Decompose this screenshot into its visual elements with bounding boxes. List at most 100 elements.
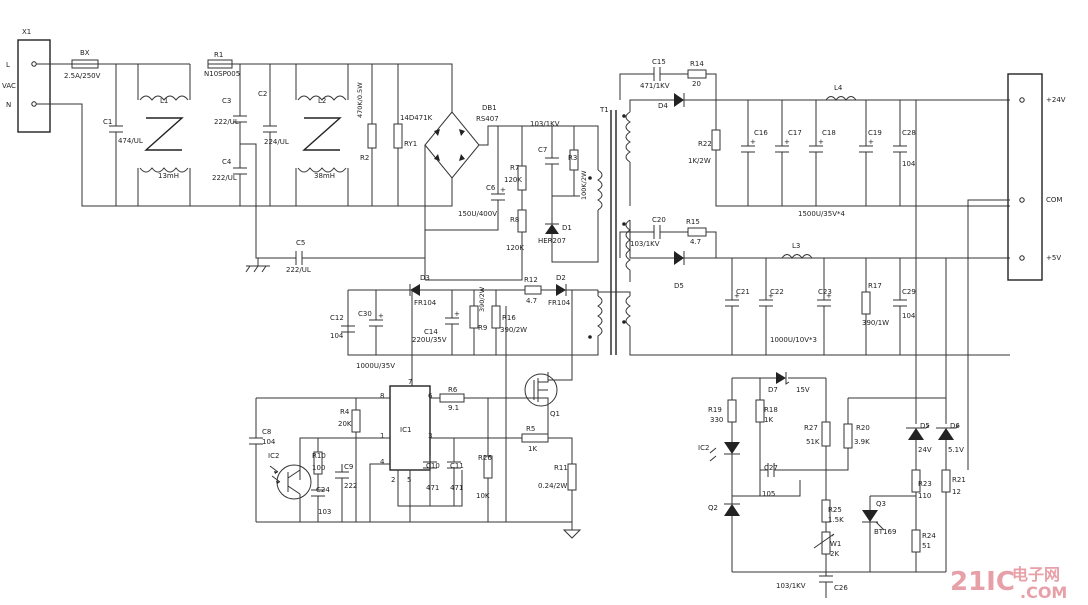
c6-ref: C6: [486, 184, 496, 192]
c18-ref: C18: [822, 129, 836, 137]
c27-value: 105: [762, 490, 775, 498]
r16-ref: R16: [502, 314, 516, 322]
q3-ref: Q3: [876, 500, 886, 508]
d1-value: HER207: [538, 237, 566, 245]
r12-value: 4.7: [526, 297, 537, 305]
r26-value: 10K: [476, 492, 490, 500]
c17-ref: C17: [788, 129, 802, 137]
svg-text:+: +: [768, 292, 774, 300]
c21-23-value: 1000U/10V*3: [770, 336, 817, 344]
c15-value: 471/1KV: [640, 82, 670, 90]
r2-ref: R2: [360, 154, 369, 162]
c8-value: 104: [262, 438, 276, 446]
c7-value: 103/1KV: [530, 120, 560, 128]
r21-value: 12: [952, 488, 961, 496]
r2-value: 470K/0.5W: [356, 82, 364, 118]
l3-ref: L3: [792, 242, 800, 250]
r25-ref: R25: [828, 506, 842, 514]
d2-ref: D2: [556, 274, 566, 282]
svg-text:+: +: [868, 138, 874, 146]
r18-value: 1K: [764, 416, 773, 424]
d6-ref: D6: [950, 422, 960, 430]
c2-ref: C2: [258, 90, 267, 98]
ic1-pin4: 4: [380, 458, 385, 466]
r15-value: 4.7: [690, 238, 701, 246]
ic2-ref-right: IC2: [698, 444, 709, 452]
r26-ref: R26: [478, 454, 492, 462]
c5-value: 222/UL: [286, 266, 311, 274]
t1-ref: T1: [599, 106, 609, 114]
r24-value: 51: [922, 542, 931, 550]
ry1-ref: RY1: [404, 140, 417, 148]
r7-value: 120K: [504, 176, 522, 184]
l1-ref: L1: [160, 97, 168, 105]
svg-text:+: +: [826, 292, 832, 300]
bx-value: 2.5A/250V: [64, 72, 101, 80]
out-pin-24v: +24V: [1046, 96, 1066, 104]
q2-ref: Q2: [708, 504, 718, 512]
ic1-pin7: 7: [408, 378, 412, 386]
r1-value: N10SP005: [204, 70, 240, 78]
c1-value: 474/UL: [118, 137, 143, 145]
ic1-pin6: 6: [428, 392, 433, 400]
bridge-db1: DB1 RS407: [420, 63, 552, 280]
r11-value: 0.24/2W: [538, 482, 567, 490]
out-pin-5v: +5V: [1046, 254, 1061, 262]
c23-ref: C23: [818, 288, 832, 296]
c16-ref: C16: [754, 129, 768, 137]
ic1-pin5: 5: [407, 476, 411, 484]
l2-ref: L2: [318, 97, 326, 105]
connector-x1: X1 L N VAC: [2, 28, 51, 133]
c12-value: 104: [330, 332, 344, 340]
r19-ref: R19: [708, 406, 722, 414]
watermark-com: .COM: [1020, 583, 1067, 602]
d4-ref: D4: [658, 102, 668, 110]
r1-ref: R1: [214, 51, 223, 59]
c21-ref: C21: [736, 288, 750, 296]
r27-value: 51K: [806, 438, 820, 446]
c12-ref: C12: [330, 314, 344, 322]
r3-ref: R3: [568, 154, 577, 162]
c28-value: 104: [902, 160, 916, 168]
r19-value: 330: [710, 416, 723, 424]
c3-value: 222/UL: [214, 118, 239, 126]
r18-ref: R18: [764, 406, 778, 414]
r17-value: 390/1W: [862, 319, 889, 327]
d2-value: FR104: [548, 299, 571, 307]
c14-ref: C14: [424, 328, 438, 336]
r23-ref: R23: [918, 480, 932, 488]
c28-ref: C28: [902, 129, 916, 137]
x1-ref: X1: [22, 28, 31, 36]
svg-text:+: +: [454, 310, 460, 318]
r20-value: 3.9K: [854, 438, 870, 446]
x1-pin-l: L: [6, 61, 10, 69]
r20-ref: R20: [856, 424, 870, 432]
db1-ref: DB1: [482, 104, 497, 112]
d7-ref: D7: [768, 386, 778, 394]
q3-value: BT169: [874, 528, 896, 536]
r22-value: 1K/2W: [688, 157, 711, 165]
c26-value: 103/1KV: [776, 582, 806, 590]
r12-ref: R12: [524, 276, 538, 284]
r14-value: 20: [692, 80, 701, 88]
r24-ref: R24: [922, 532, 936, 540]
svg-text:+: +: [750, 138, 756, 146]
c3-ref: C3: [222, 97, 231, 105]
r16-value: 390/2W: [500, 326, 527, 334]
r23-value: 110: [918, 492, 931, 500]
ry1-value: 14D471K: [400, 114, 433, 122]
r10-ref: R10: [312, 452, 326, 460]
c19-ref: C19: [868, 129, 882, 137]
ic1-pin1: 1: [380, 432, 384, 440]
x1-vac-label: VAC: [2, 82, 16, 90]
c22-ref: C22: [770, 288, 784, 296]
choke-l2: L2 38mH: [295, 64, 349, 206]
r14-ref: R14: [690, 60, 704, 68]
d3-value: FR104: [414, 299, 437, 307]
d5-fb-value: 24V: [918, 446, 932, 454]
c29-value: 104: [902, 312, 916, 320]
r5-ref: R5: [526, 425, 535, 433]
d3-ref: D3: [420, 274, 430, 282]
c29-ref: C29: [902, 288, 916, 296]
